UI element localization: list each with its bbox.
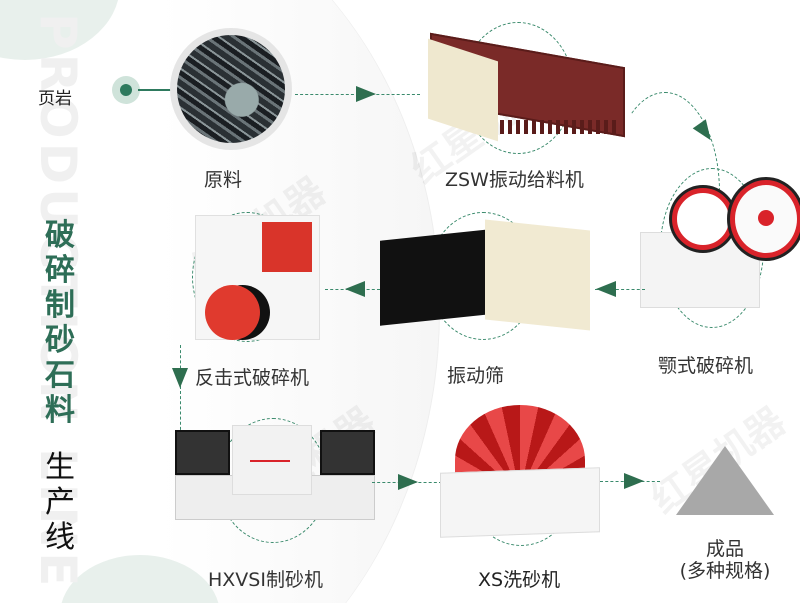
- sand-maker-railing: [175, 430, 230, 475]
- flow-connector: [595, 289, 645, 290]
- arrow-left-icon: [596, 281, 616, 297]
- raw-material-node: [170, 28, 292, 150]
- arrow-down-icon: [172, 368, 188, 388]
- vibrating-feeder-label: ZSW振动给料机: [445, 169, 584, 191]
- finished-product-title: 成品: [705, 538, 744, 560]
- sand-maker-railing: [320, 430, 375, 475]
- arrow-right-icon: [398, 474, 418, 490]
- sand-maker-stripe: [250, 460, 290, 462]
- shale-rock-image: [177, 35, 285, 143]
- sand-maker-label: HXVSI制砂机: [208, 569, 323, 591]
- production-line-subtitle: 生产线: [45, 450, 75, 555]
- material-label: 页岩: [38, 89, 72, 109]
- arrow-right-icon: [624, 473, 644, 489]
- background-watermark-text: PRODUCTION LINE: [29, 12, 87, 591]
- jaw-crusher-flywheel: [672, 188, 734, 250]
- jaw-crusher-label: 颚式破碎机: [658, 355, 754, 377]
- impact-crusher-hopper: [262, 222, 312, 272]
- sand-washer-label: XS洗砂机: [478, 569, 561, 591]
- vibrating-screen-label: 振动筛: [447, 365, 505, 387]
- start-dot-icon: [112, 76, 140, 104]
- vibrating-feeder-teeth: [500, 120, 620, 134]
- arrow-left-icon: [345, 281, 365, 297]
- jaw-crusher-hub: [758, 210, 774, 226]
- finished-product-pile-icon: [676, 446, 774, 515]
- vibrating-screen-image-side: [485, 219, 590, 331]
- arrow-right-icon: [356, 86, 376, 102]
- raw-material-label: 原料: [204, 169, 243, 191]
- sand-washer-image: [440, 467, 600, 538]
- finished-product-label: 成品 (多种规格): [660, 538, 790, 582]
- impact-crusher-label: 反击式破碎机: [195, 367, 310, 389]
- vibrating-screen-image: [380, 229, 490, 326]
- impact-crusher-wheel: [205, 285, 260, 340]
- flow-connector: [180, 345, 182, 435]
- production-line-title: 破碎制砂石料: [45, 218, 75, 428]
- start-connector: [138, 89, 174, 91]
- finished-product-subtitle: (多种规格): [679, 560, 771, 582]
